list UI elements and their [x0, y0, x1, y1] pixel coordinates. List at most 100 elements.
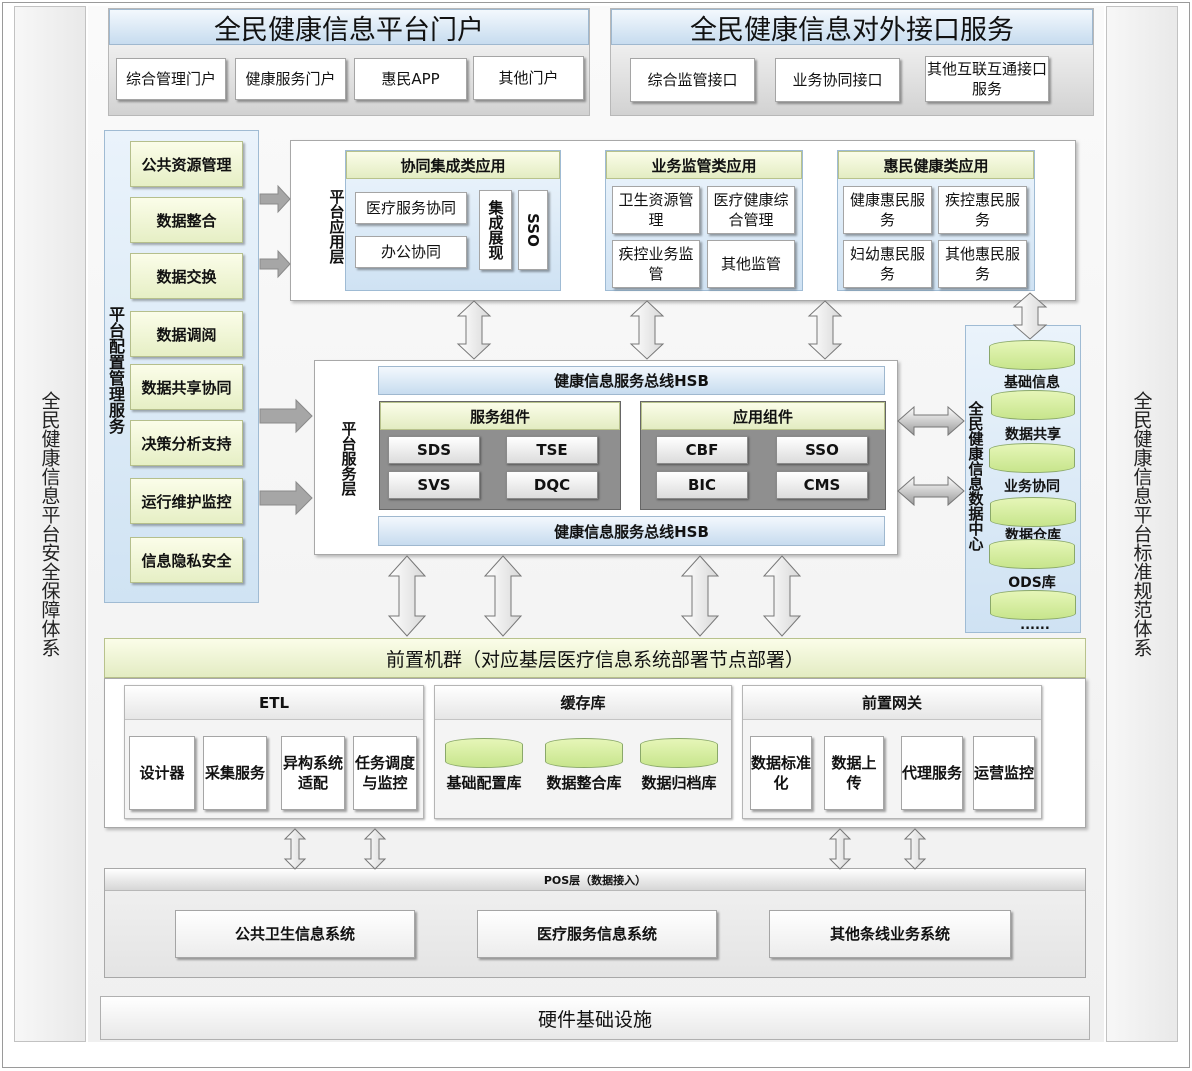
config-item[interactable]: 运行维护监控: [130, 478, 243, 524]
data-store-label: ODS库: [1008, 575, 1056, 591]
config-item[interactable]: 决策分析支持: [130, 420, 243, 466]
app-item[interactable]: 卫生资源管理: [612, 186, 700, 234]
app-item[interactable]: 妇幼惠民服务: [843, 240, 932, 288]
app-item[interactable]: 集成展现: [479, 190, 512, 270]
app-item[interactable]: 医疗健康综合管理: [707, 186, 795, 234]
data-store-label: 数据共享: [1005, 427, 1061, 443]
arrow-right-icon: [259, 249, 291, 279]
database-icon: [989, 539, 1075, 569]
config-item[interactable]: 数据共享协同: [130, 364, 243, 410]
pos-system[interactable]: 公共卫生信息系统: [175, 910, 415, 958]
config-item[interactable]: 数据交换: [130, 253, 243, 299]
service-component[interactable]: TSE: [506, 436, 598, 464]
database-icon: [989, 340, 1075, 370]
double-arrow-icon: [363, 828, 387, 870]
database-icon: [990, 497, 1076, 527]
data-store-more: ......: [1020, 618, 1050, 633]
app-components-title: 应用组件: [641, 402, 885, 430]
double-arrow-icon: [1012, 292, 1048, 340]
portal-item[interactable]: 惠民APP: [354, 58, 467, 100]
etl-title: ETL: [125, 686, 423, 720]
double-arrow-icon: [387, 555, 427, 637]
app-component[interactable]: BIC: [656, 471, 748, 499]
cache-store-label: 基础配置库: [446, 774, 522, 792]
service-components-title: 服务组件: [380, 402, 620, 430]
gateway-item[interactable]: 运营监控: [973, 736, 1035, 810]
app-item[interactable]: 办公协同: [355, 236, 467, 268]
standards-system-column: 全民健康信息平台标准规范体系: [1106, 6, 1178, 1042]
portal-item[interactable]: 健康服务门户: [235, 58, 346, 100]
portal-item[interactable]: 其他门户: [473, 56, 584, 100]
double-arrow-icon: [807, 300, 843, 360]
app-item[interactable]: 健康惠民服务: [843, 186, 932, 234]
app-group-title: 协同集成类应用: [346, 151, 560, 179]
gateway-item[interactable]: 数据标准化: [750, 736, 812, 810]
pos-system[interactable]: 其他条线业务系统: [769, 910, 1011, 958]
security-system-column: 全民健康信息平台安全保障体系: [14, 6, 86, 1042]
etl-item[interactable]: 异构系统适配: [281, 736, 345, 810]
app-item[interactable]: 其他惠民服务: [938, 240, 1027, 288]
hsb-bus-bottom: 健康信息服务总线HSB: [378, 516, 885, 546]
service-layer-label: 平台服务层: [339, 420, 358, 496]
double-arrow-icon: [903, 828, 927, 870]
config-item[interactable]: 数据调阅: [130, 311, 243, 357]
app-component[interactable]: CMS: [776, 471, 868, 499]
gateway-item[interactable]: 代理服务: [901, 736, 963, 810]
app-group-title: 业务监管类应用: [606, 151, 802, 179]
arrow-right-icon: [259, 480, 313, 516]
service-component[interactable]: SVS: [388, 471, 480, 499]
external-item[interactable]: 业务协同接口: [775, 58, 900, 102]
gateway-item[interactable]: 数据上传: [824, 736, 884, 810]
config-label: 平台配置管理服务: [106, 306, 125, 434]
data-store-label: 业务协同: [1004, 479, 1060, 495]
double-arrow-icon: [897, 475, 965, 507]
double-arrow-icon: [483, 555, 523, 637]
external-item[interactable]: 其他互联互通接口服务: [925, 56, 1049, 102]
double-arrow-icon: [897, 405, 965, 437]
pos-system[interactable]: 医疗服务信息系统: [477, 910, 717, 958]
data-store-label: 数据仓库: [1005, 528, 1061, 539]
double-arrow-icon: [456, 300, 492, 360]
config-item[interactable]: 信息隐私安全: [130, 537, 243, 583]
etl-item[interactable]: 采集服务: [203, 736, 267, 810]
app-item[interactable]: SSO: [518, 190, 548, 270]
data-center-panel: [965, 325, 1081, 633]
double-arrow-icon: [762, 555, 802, 637]
arrow-right-icon: [259, 398, 313, 434]
cache-store-label: 数据整合库: [546, 774, 622, 792]
service-component[interactable]: SDS: [388, 436, 480, 464]
gateway-title: 前置网关: [743, 686, 1041, 720]
arrow-right-icon: [259, 184, 291, 214]
database-icon: [991, 390, 1075, 420]
service-component[interactable]: DQC: [506, 471, 598, 499]
database-icon: [990, 590, 1076, 620]
app-group-title: 惠民健康类应用: [838, 151, 1034, 179]
app-component[interactable]: SSO: [776, 436, 868, 464]
app-item[interactable]: 疾控业务监管: [612, 240, 700, 288]
app-component[interactable]: CBF: [656, 436, 748, 464]
external-item[interactable]: 综合监管接口: [630, 58, 755, 102]
app-item[interactable]: 其他监管: [707, 240, 795, 288]
app-item[interactable]: 医疗服务协同: [355, 192, 467, 224]
pos-title: POS层（数据接入）: [105, 869, 1085, 891]
data-store-label: 基础信息: [1004, 375, 1060, 391]
etl-item[interactable]: 任务调度与监控: [353, 736, 417, 810]
hsb-bus-top: 健康信息服务总线HSB: [378, 366, 885, 395]
database-icon: [640, 738, 718, 768]
external-title: 全民健康信息对外接口服务: [611, 9, 1093, 46]
database-icon: [545, 738, 623, 768]
data-center-label: 全民健康信息数据中心: [966, 401, 985, 551]
config-item[interactable]: 数据整合: [130, 197, 243, 243]
portal-item[interactable]: 综合管理门户: [116, 58, 226, 100]
config-item[interactable]: 公共资源管理: [130, 141, 243, 187]
cache-store-label: 数据归档库: [641, 774, 717, 792]
app-item[interactable]: 疾控惠民服务: [938, 186, 1027, 234]
database-icon: [989, 443, 1075, 473]
double-arrow-icon: [283, 828, 307, 870]
double-arrow-icon: [629, 300, 665, 360]
cache-title: 缓存库: [435, 686, 731, 720]
etl-item[interactable]: 设计器: [129, 736, 195, 810]
hardware-infrastructure: 硬件基础设施: [100, 996, 1090, 1040]
double-arrow-icon: [680, 555, 720, 637]
